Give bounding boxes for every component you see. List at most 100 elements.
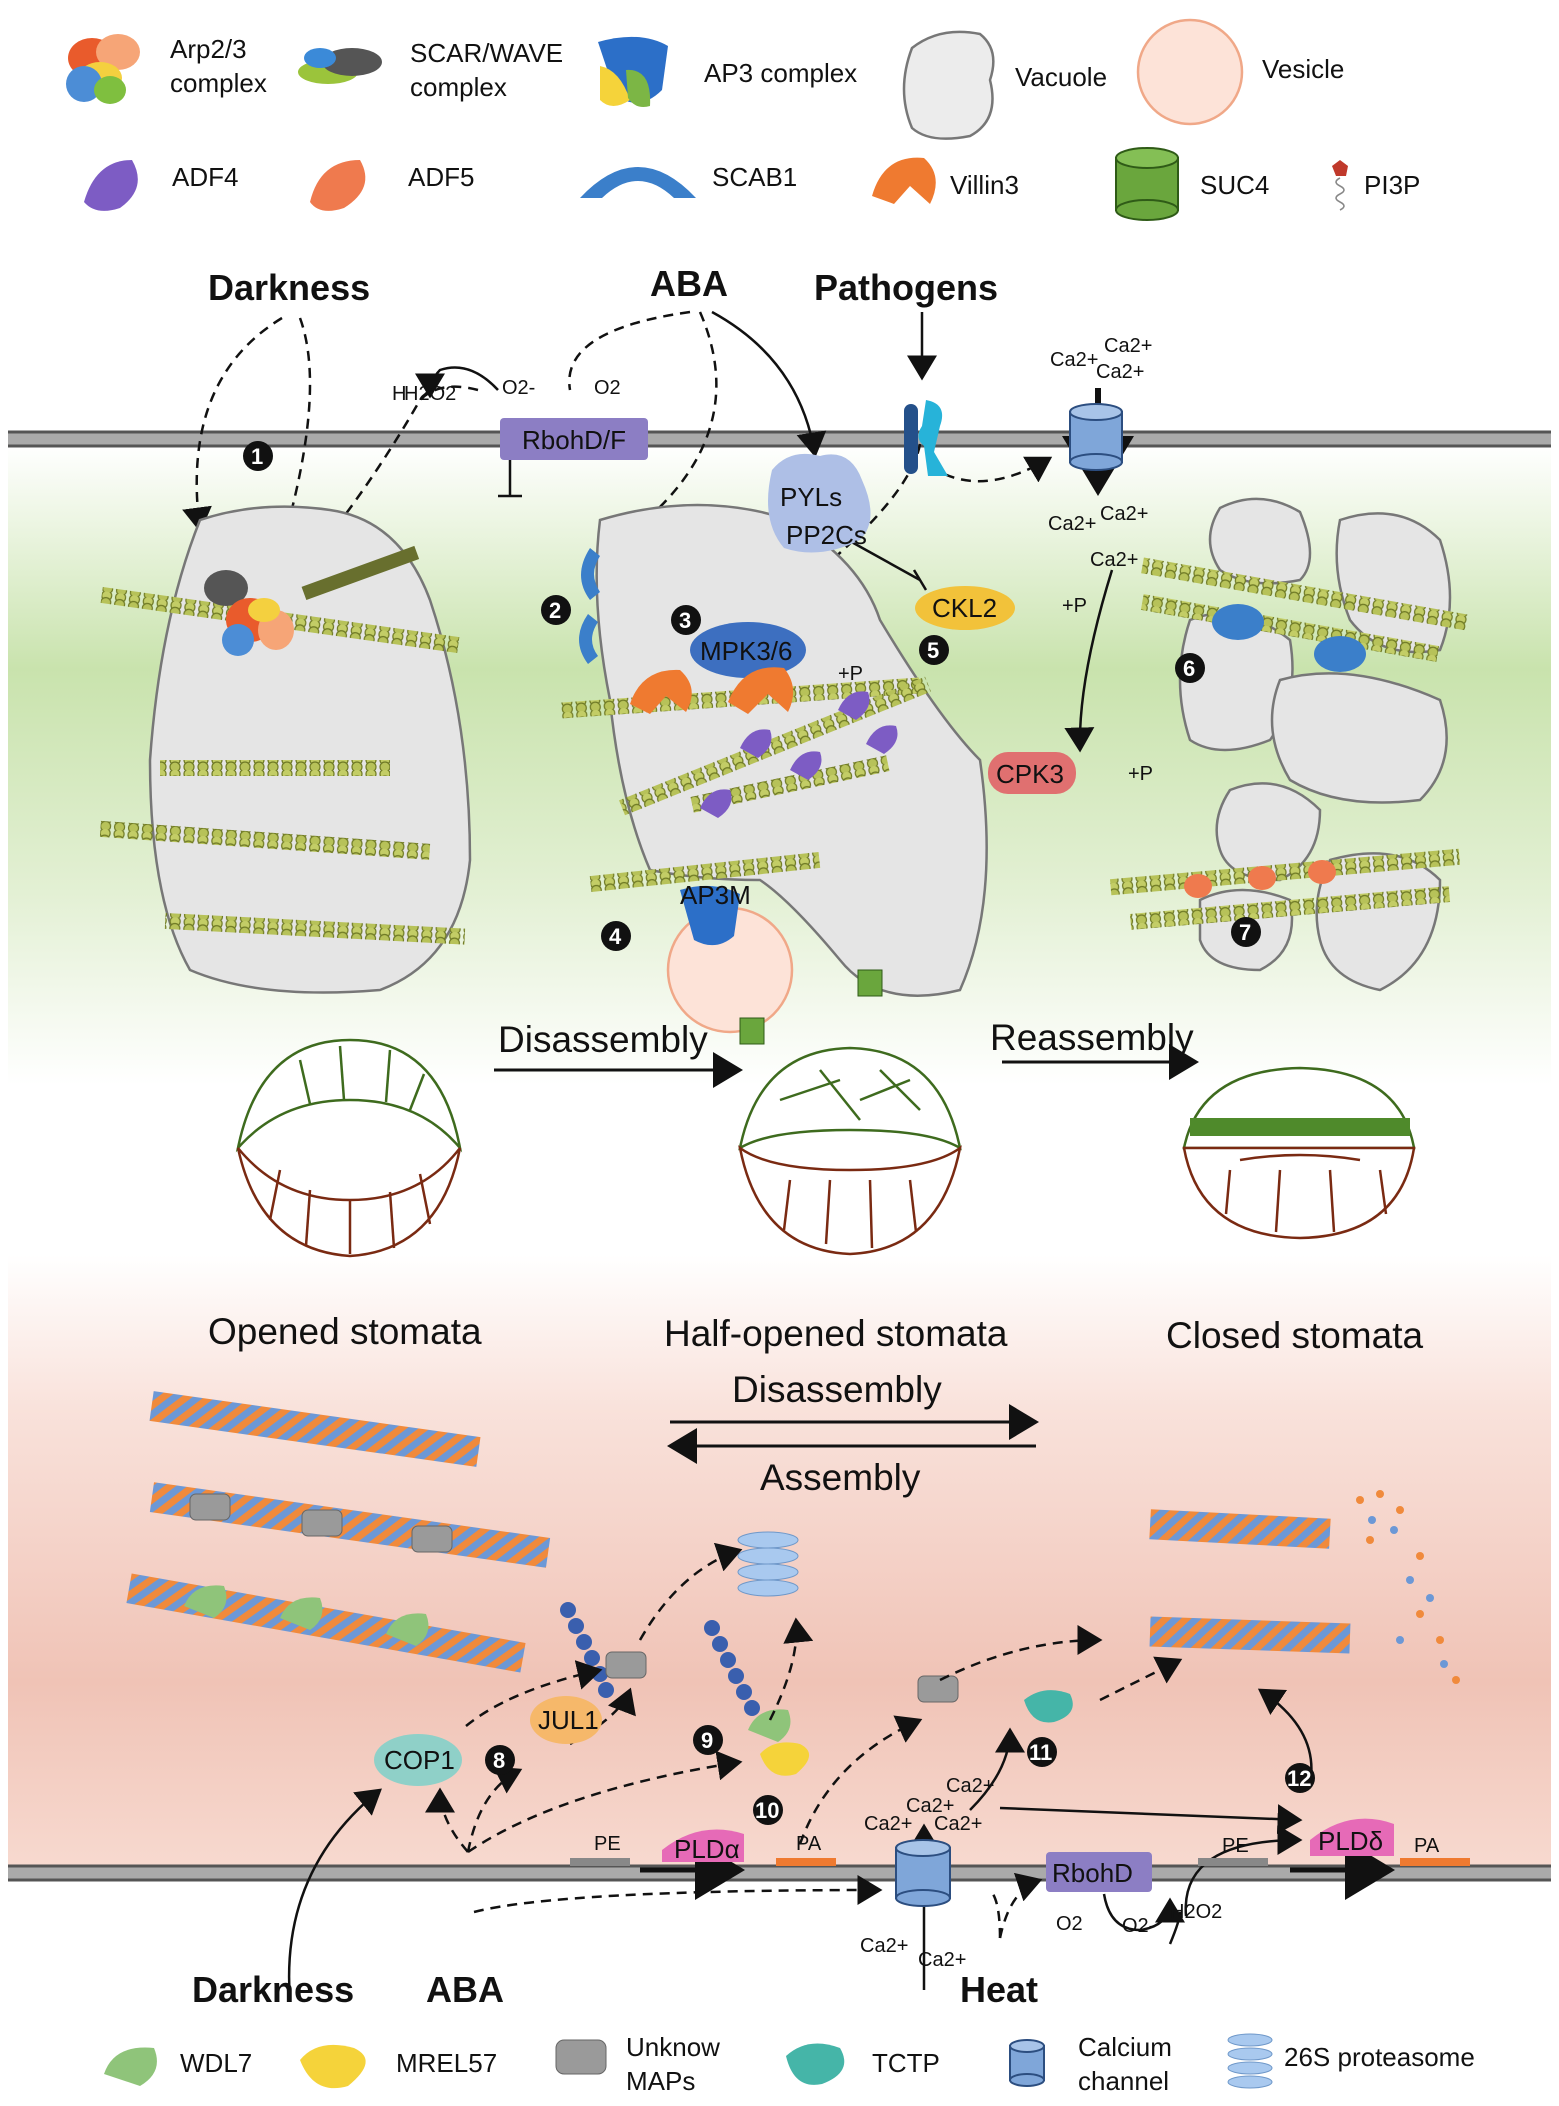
pld-alpha-label: PLDα <box>674 1834 740 1864</box>
o2minus-lower-label: O2- <box>1122 1915 1155 1937</box>
adf4-legend-icon <box>84 160 138 211</box>
disassembly-lower-label: Disassembly <box>732 1369 942 1410</box>
h2o2-upper-text: H2O2 <box>404 383 456 405</box>
ca-upper-4: Ca2+ <box>1048 513 1096 535</box>
pld-delta-node <box>1310 1818 1394 1856</box>
pi3p-legend-icon <box>1332 160 1348 211</box>
ca-lower-6: Ca2+ <box>918 1949 966 1971</box>
h2o2-upper-label: H <box>392 383 406 405</box>
ap3-complex-icon <box>598 36 668 107</box>
inhibition-lines <box>498 440 928 591</box>
scab1-middle <box>579 548 600 664</box>
rbohdf-label: RbohD/F <box>522 425 626 455</box>
tctp-free <box>1024 1690 1073 1723</box>
calcium-channel-upper <box>1069 403 1123 471</box>
pe-left-lipids <box>570 1858 630 1866</box>
svg-text:7: 7 <box>1239 920 1251 945</box>
suc4-legend-icon <box>1115 147 1179 221</box>
pp2cs-label: PP2Cs <box>786 520 867 550</box>
wdl7-on-mt <box>184 1585 429 1646</box>
cpk3-label: CPK3 <box>996 759 1064 789</box>
h2o2-lower-label: H2O2 <box>1170 1901 1222 1923</box>
pi3p-label: PI3P <box>1364 170 1420 200</box>
ckl2-node <box>915 586 1015 630</box>
microtubules-right <box>1149 1490 1460 1684</box>
darkness-lower-label: Darkness <box>192 1969 354 2010</box>
unknown-maps-on-mt <box>189 1493 453 1553</box>
tctp-legend-icon <box>786 2043 845 2085</box>
plus-p-cpk3: +P <box>1128 763 1153 785</box>
opened-stomata-label: Opened stomata <box>208 1311 482 1352</box>
calcium-channel-label-2: channel <box>1078 2066 1169 2096</box>
assembly-label: Assembly <box>760 1457 921 1498</box>
arp23-label-2: complex <box>170 68 267 98</box>
cop1-node <box>374 1734 462 1786</box>
ca-lower-2: Ca2+ <box>906 1795 954 1817</box>
wdl7-legend-icon <box>104 2047 157 2086</box>
upper-plasma-membrane <box>8 430 1551 448</box>
arp23-label-1: Arp2/3 <box>170 34 247 64</box>
svg-text:6: 6 <box>1183 656 1195 681</box>
svg-text:2: 2 <box>549 598 561 623</box>
lower-signal-arrows <box>425 1542 1183 1939</box>
wdl7-label: WDL7 <box>180 2048 252 2078</box>
cpk3-node <box>988 752 1076 794</box>
pld-alpha-node <box>662 1829 744 1862</box>
adf4-middle-group <box>700 691 898 818</box>
legend-bottom: WDL7 MREL57 Unknow MAPs TCTP Calcium cha… <box>104 2032 1475 2096</box>
mpk36-node <box>690 622 806 678</box>
vesicle-label: Vesicle <box>1262 54 1344 84</box>
step-badges-upper: 1 2 3 4 5 6 7 <box>243 441 1261 951</box>
scab1-label: SCAB1 <box>712 162 797 192</box>
aba-upper-label: ABA <box>650 263 728 304</box>
half-opened-stomata-label: Half-opened stomata <box>664 1313 1008 1354</box>
heat-label: Heat <box>960 1969 1038 2010</box>
rbohdf-box <box>500 418 648 460</box>
o2minus-upper-label: O2- <box>502 377 535 399</box>
arp23-complex-icon <box>66 34 140 104</box>
adf5-legend-icon <box>310 160 366 211</box>
svg-text:11: 11 <box>1029 1740 1052 1765</box>
scar-wave-complex-icon <box>298 48 382 84</box>
calcium-channel-lower <box>895 1839 951 1907</box>
tctp-label: TCTP <box>872 2048 940 2078</box>
vacuole-legend-icon <box>902 30 995 140</box>
proteasome-upper <box>737 1531 799 1597</box>
rbohd-label: RbohD <box>1052 1858 1133 1888</box>
aba-lower-label: ABA <box>426 1969 504 2010</box>
arp23-cluster-left <box>204 570 294 656</box>
reassembly-label: Reassembly <box>990 1017 1194 1058</box>
vacuole-label: Vacuole <box>1015 62 1107 92</box>
svg-text:4: 4 <box>609 924 622 949</box>
svg-text:1: 1 <box>251 444 263 469</box>
villin3-legend-icon <box>872 157 936 204</box>
o2-lower-label: O2 <box>1056 1913 1083 1935</box>
legend-top: Arp2/3 complex SCAR/WAVE complex AP3 com… <box>66 18 1420 221</box>
pyls-label: PYLs <box>780 482 842 512</box>
jul1-label: JUL1 <box>538 1705 599 1735</box>
pa-left-label: PA <box>796 1833 822 1855</box>
suc4-label: SUC4 <box>1200 170 1269 200</box>
mrel57-legend-icon <box>300 2044 366 2089</box>
pyls-pp2cs-complex <box>768 453 871 553</box>
cop1-label: COP1 <box>384 1745 455 1775</box>
pld-delta-label: PLDδ <box>1318 1826 1383 1856</box>
svg-text:3: 3 <box>679 608 691 633</box>
plus-p-mpk: +P <box>838 663 863 685</box>
o2-upper-label: O2 <box>594 377 621 399</box>
pathogen-receptor-icon <box>904 400 948 476</box>
ca-upper-6: Ca2+ <box>1090 549 1138 571</box>
proteasome-label: 26S proteasome <box>1284 2042 1475 2072</box>
unknown-map-free-2 <box>917 1675 959 1703</box>
closed-stomata-label: Closed stomata <box>1166 1315 1423 1356</box>
plus-p-ckl2: +P <box>1062 595 1087 617</box>
ckl2-label: CKL2 <box>932 593 997 623</box>
svg-text:9: 9 <box>701 1728 713 1753</box>
ap3-label: AP3 complex <box>704 58 857 88</box>
ca-lower-1: Ca2+ <box>864 1813 912 1835</box>
adf4-label: ADF4 <box>172 162 238 192</box>
mrel57-label: MREL57 <box>396 2048 497 2078</box>
ap3m-label: AP3M <box>680 880 751 910</box>
villin3-middle-2 <box>728 667 794 714</box>
vesicle-legend-icon <box>1136 18 1244 126</box>
